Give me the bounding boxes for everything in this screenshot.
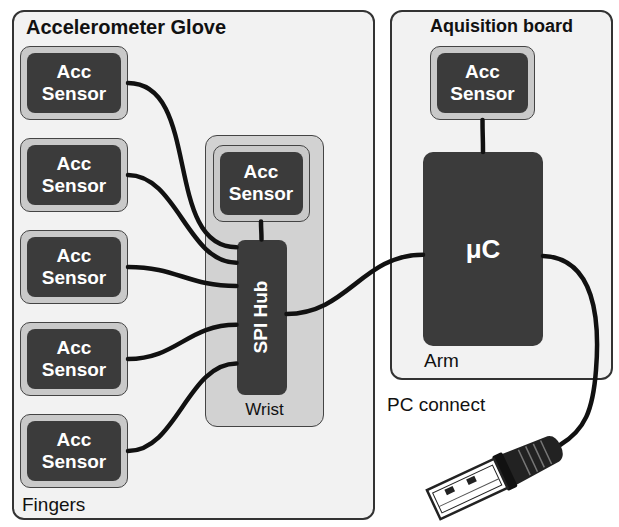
usb-plug bbox=[426, 428, 569, 522]
group-label: Arm bbox=[424, 350, 459, 372]
box-label: μC bbox=[466, 234, 501, 265]
hub-box: SPI Hub bbox=[237, 240, 287, 395]
sensor-box: Acc Sensor bbox=[20, 46, 128, 120]
sensor-core: Acc Sensor bbox=[27, 53, 121, 113]
sensor-core: Acc Sensor bbox=[220, 152, 303, 215]
connector-label: PC connect bbox=[387, 394, 485, 416]
sensor-box: Acc Sensor bbox=[20, 322, 128, 396]
box-label: Acc Sensor bbox=[33, 245, 115, 289]
wire bbox=[128, 364, 237, 452]
group-label: Fingers bbox=[22, 494, 85, 516]
wrist-panel: Wrist Acc SensorSPI Hub bbox=[205, 135, 324, 427]
wire bbox=[128, 267, 237, 286]
usb-cable bbox=[543, 256, 597, 445]
sensor-core: Acc Sensor bbox=[437, 53, 528, 113]
sensor-core: Acc Sensor bbox=[27, 145, 121, 205]
box-label: Acc Sensor bbox=[33, 153, 115, 197]
microcontroller-box: μC bbox=[423, 152, 543, 346]
glove-panel: Accelerometer GloveAcc SensorAcc SensorA… bbox=[12, 10, 375, 520]
sensor-box: Acc Sensor bbox=[20, 414, 128, 488]
panel-heading: Accelerometer Glove bbox=[26, 16, 226, 39]
board-panel: Aquisition boardAcc Sensor μC bbox=[390, 10, 613, 380]
wire bbox=[287, 255, 424, 314]
box-label: SPI Hub bbox=[251, 281, 273, 354]
box-label: Acc Sensor bbox=[33, 337, 115, 381]
wire bbox=[128, 83, 237, 247]
sensor-box: Acc Sensor bbox=[430, 46, 535, 120]
wire bbox=[480, 120, 485, 152]
box-label: Acc Sensor bbox=[33, 429, 115, 473]
wire bbox=[128, 325, 237, 359]
panel-heading: Aquisition board bbox=[392, 16, 611, 37]
box-label: Acc Sensor bbox=[443, 61, 522, 105]
box-label: Acc Sensor bbox=[226, 161, 297, 205]
panel-label: Wrist bbox=[206, 400, 323, 420]
sensor-box: Acc Sensor bbox=[20, 230, 128, 304]
sensor-core: Acc Sensor bbox=[27, 421, 121, 481]
box-label: Acc Sensor bbox=[33, 61, 115, 105]
sensor-core: Acc Sensor bbox=[27, 237, 121, 297]
wire bbox=[259, 222, 264, 240]
wire bbox=[128, 175, 237, 263]
sensor-box: Acc Sensor bbox=[20, 138, 128, 212]
sensor-core: Acc Sensor bbox=[27, 329, 121, 389]
sensor-box: Acc Sensor bbox=[213, 145, 310, 222]
